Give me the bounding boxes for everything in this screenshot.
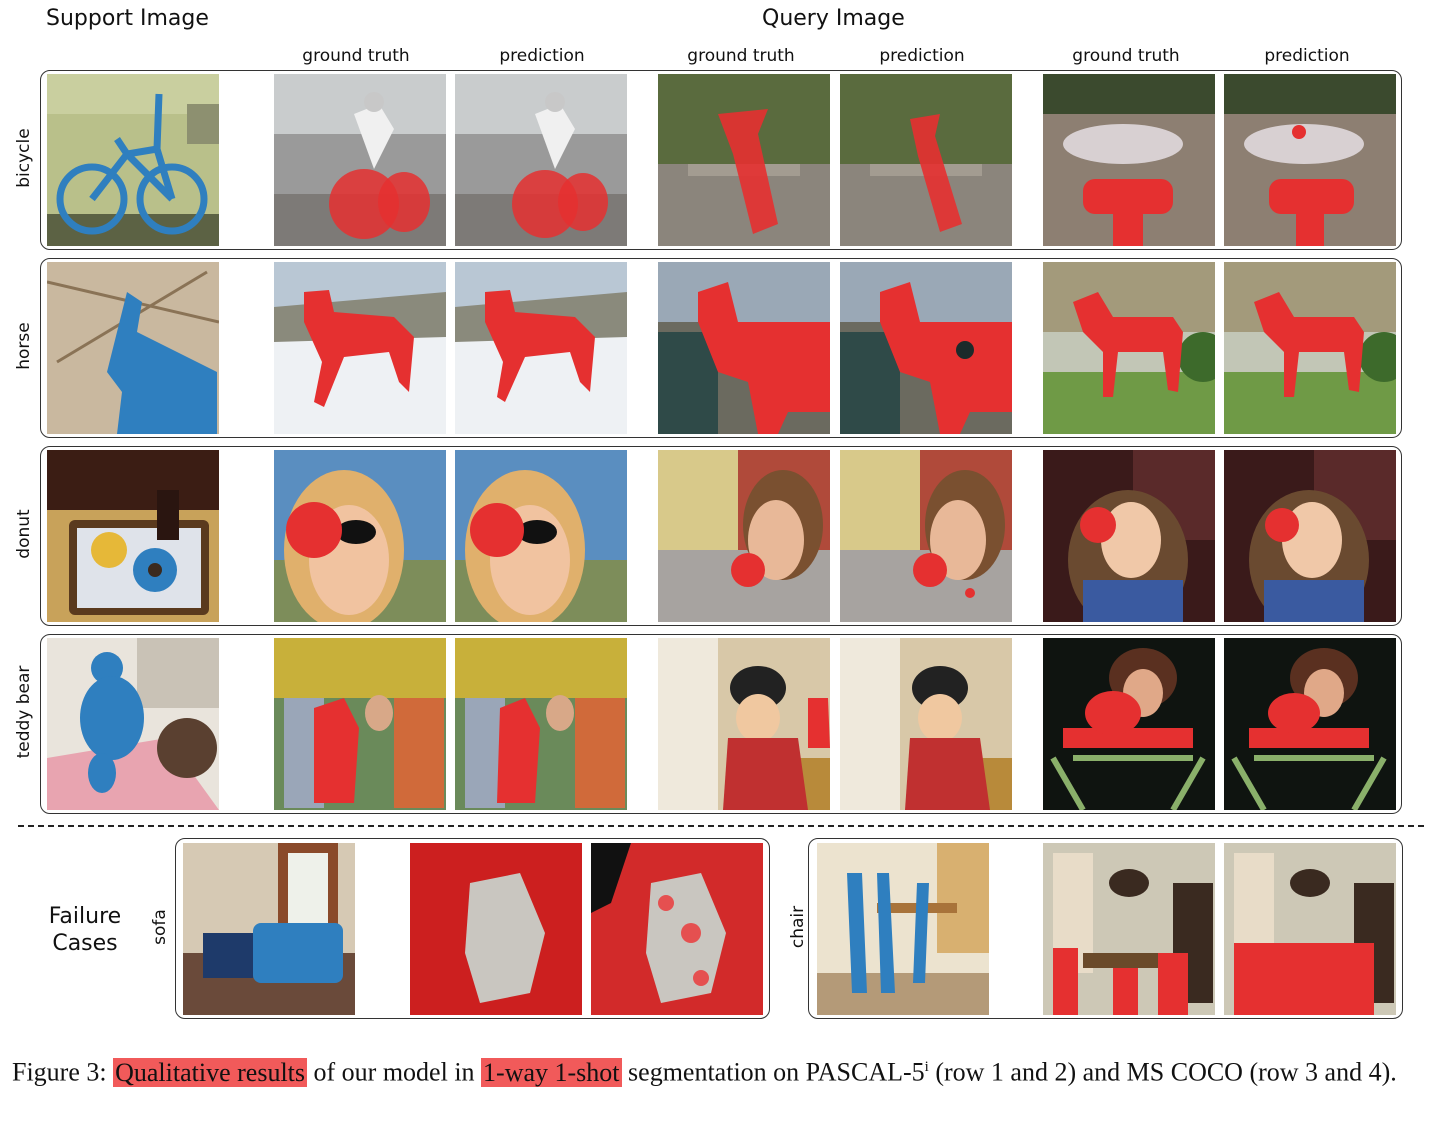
failure-support-chair bbox=[817, 843, 989, 1015]
column-label-gt-2: ground truth bbox=[687, 46, 795, 66]
failure-pred-sofa bbox=[591, 843, 763, 1015]
failure-label-chair: chair bbox=[788, 905, 808, 949]
query-image-header: Query Image bbox=[762, 6, 905, 31]
query-pred-teddy-bear-1 bbox=[455, 638, 627, 810]
query-pred-horse-2 bbox=[840, 262, 1012, 434]
query-pred-bicycle-1 bbox=[455, 74, 627, 246]
query-pred-horse-3 bbox=[1224, 262, 1396, 434]
query-pred-bicycle-2 bbox=[840, 74, 1012, 246]
query-pred-bicycle-3 bbox=[1224, 74, 1396, 246]
query-gt-bicycle-1 bbox=[274, 74, 446, 246]
query-gt-teddy-bear-2 bbox=[658, 638, 830, 810]
failure-box-chair bbox=[808, 838, 1403, 1019]
support-image-donut bbox=[47, 450, 219, 622]
row-box-bicycle bbox=[40, 70, 1402, 250]
caption-prefix: Figure 3: bbox=[12, 1057, 114, 1087]
caption-suffix: (row 1 and 2) and MS COCO (row 3 and 4). bbox=[928, 1057, 1397, 1087]
query-pred-donut-1 bbox=[455, 450, 627, 622]
row-label-horse: horse bbox=[14, 322, 34, 370]
query-gt-horse-3 bbox=[1043, 262, 1215, 434]
failure-title-line2: Cases bbox=[52, 931, 118, 956]
support-image-teddy-bear bbox=[47, 638, 219, 810]
failure-box-sofa bbox=[175, 838, 770, 1019]
column-label-gt-3: ground truth bbox=[1072, 46, 1180, 66]
row-label-bicycle: bicycle bbox=[14, 128, 34, 188]
failure-support-sofa bbox=[183, 843, 355, 1015]
query-pred-teddy-bear-3 bbox=[1224, 638, 1396, 810]
query-gt-teddy-bear-3 bbox=[1043, 638, 1215, 810]
caption-highlight-1way1shot: 1-way 1-shot bbox=[481, 1057, 622, 1087]
failure-gt-sofa bbox=[410, 843, 582, 1015]
row-label-donut: donut bbox=[14, 509, 34, 559]
support-image-header: Support Image bbox=[46, 6, 209, 31]
query-gt-teddy-bear-1 bbox=[274, 638, 446, 810]
failure-title-line1: Failure bbox=[48, 904, 122, 929]
failure-separator bbox=[18, 825, 1424, 827]
caption-highlight-qualitative: Qualitative results bbox=[113, 1057, 308, 1087]
failure-label-sofa: sofa bbox=[150, 909, 170, 945]
figure-caption: Figure 3: Qualitative results of our mod… bbox=[12, 1050, 1428, 1090]
column-label-gt-1: ground truth bbox=[302, 46, 410, 66]
row-box-horse bbox=[40, 258, 1402, 438]
query-gt-donut-1 bbox=[274, 450, 446, 622]
query-gt-donut-2 bbox=[658, 450, 830, 622]
query-gt-horse-2 bbox=[658, 262, 830, 434]
query-pred-donut-2 bbox=[840, 450, 1012, 622]
query-gt-bicycle-2 bbox=[658, 74, 830, 246]
caption-superscript: i bbox=[924, 1059, 929, 1075]
row-box-teddy-bear bbox=[40, 634, 1402, 814]
row-label-teddy-bear: teddy bear bbox=[14, 665, 34, 759]
column-label-pred-3: prediction bbox=[1264, 46, 1350, 66]
failure-gt-chair bbox=[1043, 843, 1215, 1015]
support-image-bicycle bbox=[47, 74, 219, 246]
query-gt-bicycle-3 bbox=[1043, 74, 1215, 246]
failure-pred-chair bbox=[1224, 843, 1396, 1015]
row-box-donut bbox=[40, 446, 1402, 626]
query-pred-horse-1 bbox=[455, 262, 627, 434]
query-pred-teddy-bear-2 bbox=[840, 638, 1012, 810]
query-pred-donut-3 bbox=[1224, 450, 1396, 622]
support-image-horse bbox=[47, 262, 219, 434]
caption-mid2: segmentation on PASCAL-5 bbox=[621, 1057, 925, 1087]
column-label-pred-1: prediction bbox=[499, 46, 585, 66]
caption-mid1: of our model in bbox=[307, 1057, 482, 1087]
failure-cases-title: Failure Cases bbox=[30, 903, 140, 957]
query-gt-donut-3 bbox=[1043, 450, 1215, 622]
query-gt-horse-1 bbox=[274, 262, 446, 434]
column-label-pred-2: prediction bbox=[879, 46, 965, 66]
